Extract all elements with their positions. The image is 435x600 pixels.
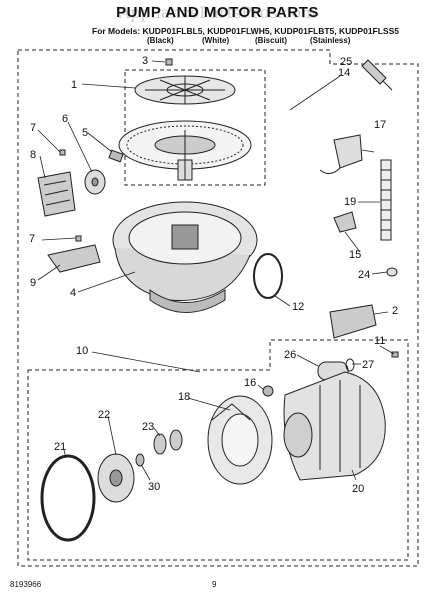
part-20-motor: [283, 371, 386, 481]
callout-20: 20: [352, 483, 364, 495]
callout-25: 25: [340, 56, 352, 68]
callout-16: 16: [244, 377, 256, 389]
part-8-mount: [37, 171, 76, 217]
variant-black: (Black): [147, 36, 174, 45]
callout-12: 12: [292, 301, 304, 313]
callout-3: 3: [142, 55, 148, 67]
part-1-filter: [118, 75, 252, 181]
variant-biscuit: (Biscuit): [255, 36, 287, 45]
part-18-pump-housing: [207, 395, 273, 485]
leader-lines: [37, 60, 395, 481]
part-22-impeller: [97, 453, 135, 503]
callout-26: 26: [284, 349, 296, 361]
callout-6: 6: [62, 113, 68, 125]
callout-7a: 7: [30, 122, 36, 134]
callout-labels: 1 2 3 4 5 6 7 7 8 9 10 11 12 14 15 16 17…: [29, 55, 398, 495]
doc-number: 8193966: [10, 580, 42, 589]
sub-assembly-box-1: [124, 69, 266, 186]
callout-24: 24: [358, 269, 370, 281]
part-16-nut: [262, 385, 274, 397]
part-24-grommet: [386, 267, 398, 277]
part-21-gasket: [40, 454, 96, 542]
part-9-bracket: [47, 244, 101, 273]
part-23-seals: [153, 429, 183, 455]
part-27-oring: [345, 358, 355, 372]
callout-7b: 7: [29, 233, 35, 245]
part-5-clip: [108, 149, 124, 163]
part-4-sump: [112, 201, 258, 313]
callout-19: 19: [344, 196, 356, 208]
callout-4: 4: [70, 287, 76, 299]
callout-1: 1: [71, 79, 77, 91]
callout-21: 21: [54, 441, 66, 453]
callout-8: 8: [30, 149, 36, 161]
callout-14: 14: [338, 67, 350, 79]
variant-stainless: (Stainless): [310, 36, 351, 45]
part-12-seal: [253, 253, 283, 299]
part-17-sensor: [319, 134, 363, 174]
variant-white: (White): [202, 36, 230, 45]
page-number: 9: [212, 580, 217, 589]
callout-5: 5: [82, 127, 88, 139]
part-19-hose: [380, 159, 392, 241]
motor-section-box: [27, 339, 409, 561]
part-6-impeller: [84, 169, 106, 195]
models-line: For Models: KUDP01FLBL5, KUDP01FLWH5, KU…: [92, 26, 399, 36]
callout-2: 2: [392, 305, 398, 317]
callout-17: 17: [374, 119, 386, 131]
callout-9: 9: [30, 277, 36, 289]
part-7-screws: [59, 149, 82, 242]
outer-dashed-border: [17, 49, 419, 567]
callout-11: 11: [374, 335, 385, 347]
callout-27: 27: [362, 359, 374, 371]
part-30-washer: [135, 453, 145, 467]
part-3-screw: [165, 58, 173, 66]
callout-15: 15: [349, 249, 361, 261]
callout-10: 10: [76, 345, 88, 357]
callout-18: 18: [178, 391, 190, 403]
watermark: AppliancePartsPros.com: [118, 3, 317, 22]
callout-30: 30: [148, 481, 160, 493]
page-title: PUMP AND MOTOR PARTS: [116, 4, 319, 21]
part-2-bracket: [329, 304, 377, 339]
callout-22: 22: [98, 409, 110, 421]
callout-23: 23: [142, 421, 154, 433]
part-11-screw: [391, 351, 399, 358]
part-15-clip: [333, 211, 357, 233]
part-25-valve: [361, 59, 393, 91]
